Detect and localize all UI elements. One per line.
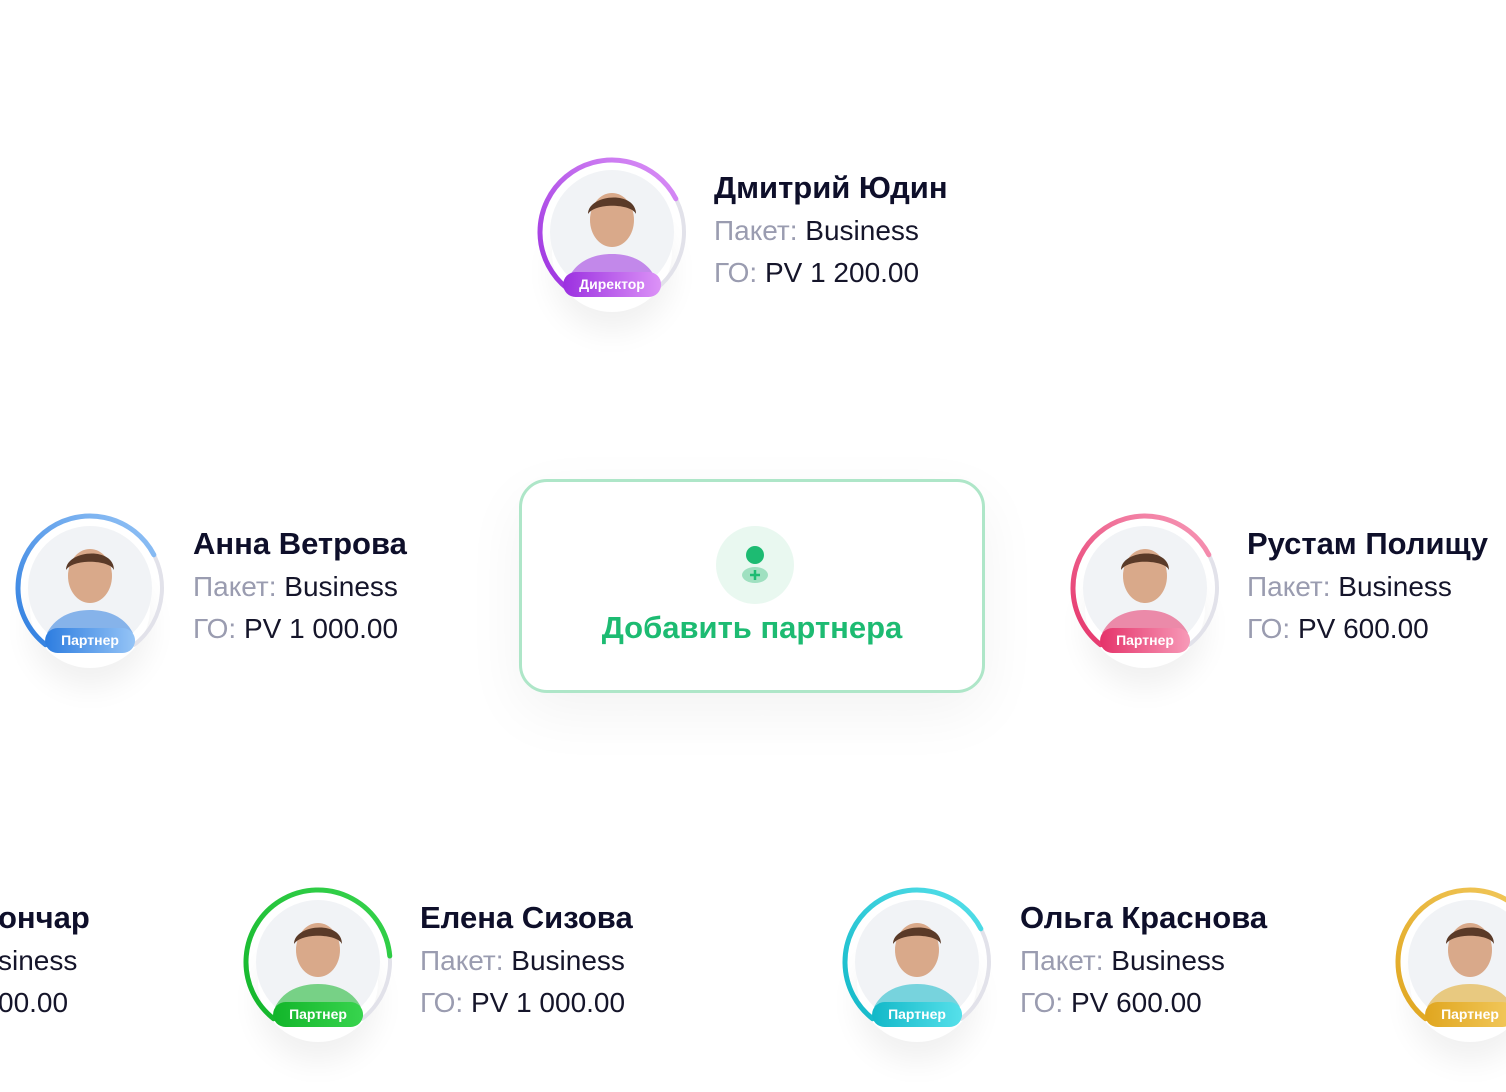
package-value: Business [284,571,398,602]
go-line: ГО: PV 1 200.00 [714,252,948,294]
go-value: PV 1 000.00 [243,613,399,644]
add-partner-button[interactable]: Добавить партнера [519,479,985,693]
go-line: ГО: PV 600.00 [1020,982,1267,1024]
go-line: ГО: PV 600.00 [1247,608,1488,650]
avatar[interactable]: Партнер [837,882,997,1042]
progress-fill [537,157,679,292]
add-user-icon [716,526,794,604]
partner-name[interactable]: ончар [0,900,90,935]
progress-ring [243,887,393,1022]
go-label: ГО: [420,987,464,1018]
role-badge: Партнер [45,628,135,653]
go-label: ГО: [714,257,758,288]
package-label: Пакет: [1020,945,1104,976]
role-badge: Партнер [1100,628,1190,653]
progress-fill [243,887,393,1022]
avatar[interactable]: Партнер [1065,508,1225,668]
package-line: siness [0,940,90,982]
avatar[interactable]: Партнер [238,882,398,1042]
package-value: Business [805,215,919,246]
role-badge: Партнер [872,1002,962,1027]
go-value: PV 600.00 [1297,613,1429,644]
progress-ring [1070,513,1219,648]
tree-connector [750,452,753,478]
package-label: Пакет: [1247,571,1331,602]
package-label: Пакет: [193,571,277,602]
avatar[interactable]: Партнер [1390,882,1506,1042]
progress-fill [1070,513,1212,648]
go-label: ГО: [1247,613,1291,644]
package-label: Пакет: [714,215,798,246]
progress-ring [537,157,686,292]
progress-ring [842,887,991,1022]
avatar[interactable]: Партнер [10,508,170,668]
add-partner-label: Добавить партнера [601,610,903,645]
partner-name[interactable]: Дмитрий Юдин [714,170,948,205]
go-label: ГО: [193,613,237,644]
partner-name[interactable]: Ольга Краснова [1020,900,1268,935]
progress-ring [15,513,164,648]
package-value: Business [1111,945,1225,976]
progress-fill [842,887,984,1022]
package-line: Пакет: Business [420,940,633,982]
go-line: 00.00 [0,982,90,1024]
package-value: siness [0,945,78,976]
package-label: Пакет: [420,945,504,976]
package-line: Пакет: Business [1020,940,1267,982]
package-line: Пакет: Business [1247,566,1488,608]
package-line: Пакет: Business [193,566,407,608]
partner-name[interactable]: Анна Ветрова [193,526,407,561]
package-value: Business [511,945,625,976]
go-value: PV 1 200.00 [764,257,920,288]
partner-info: ончар siness 00.00 [0,896,90,1024]
role-badge: Партнер [273,1002,363,1027]
go-value: 00.00 [0,987,69,1018]
progress-ring [1395,887,1506,1022]
go-value: PV 600.00 [1070,987,1202,1018]
go-line: ГО: PV 1 000.00 [193,608,407,650]
progress-fill [1395,887,1506,1022]
package-value: Business [1338,571,1452,602]
role-badge: Партнер [1425,1002,1506,1027]
role-badge: Директор [563,272,661,297]
go-label: ГО: [1020,987,1064,1018]
go-line: ГО: PV 1 000.00 [420,982,633,1024]
partner-name[interactable]: Рустам Полищу [1247,526,1488,561]
package-line: Пакет: Business [714,210,948,252]
partner-name[interactable]: Елена Сизова [420,900,633,935]
progress-fill [15,513,157,648]
go-value: PV 1 000.00 [470,987,626,1018]
avatar[interactable]: Директор [532,152,692,312]
